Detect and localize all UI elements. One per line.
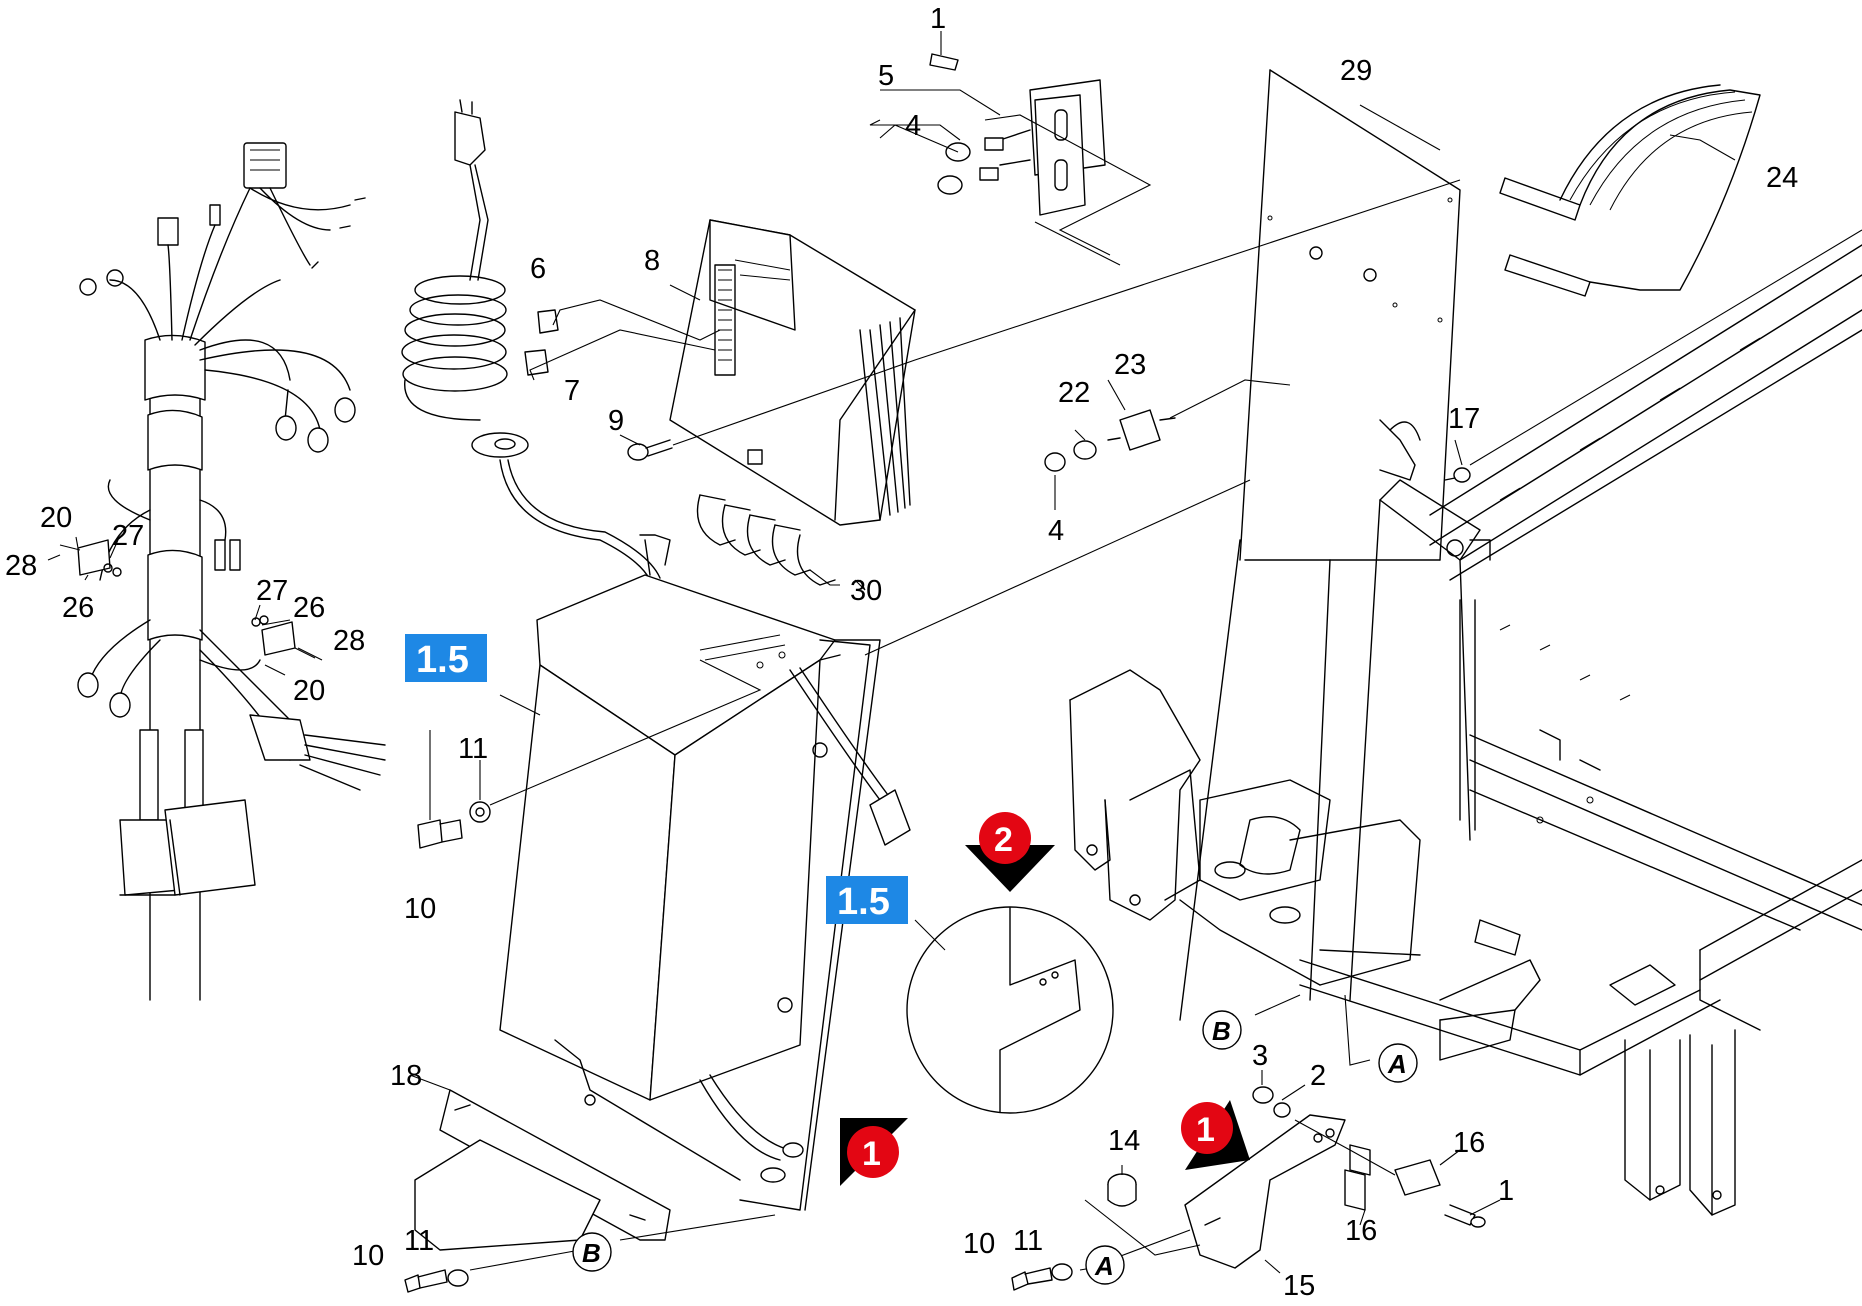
callout-11-upper: 11 — [458, 733, 488, 765]
callout-6: 6 — [530, 253, 546, 285]
letter-B-lower-label: B — [582, 1238, 601, 1268]
callout-10-lower-left: 10 — [352, 1240, 384, 1272]
bolt-parts-10-11-upper — [417, 801, 491, 849]
letter-A-lower-circle — [1085, 1245, 1125, 1285]
buffer-part-14 — [1107, 1173, 1137, 1207]
mount-parts-22-23 — [1044, 409, 1176, 472]
callout-16-right: 16 — [1453, 1127, 1485, 1159]
callout-5: 5 — [878, 60, 894, 92]
bracket-part-15 — [1184, 1086, 1486, 1269]
letter-A-lower-label: A — [1094, 1251, 1114, 1281]
callout-27-right: 27 — [256, 575, 288, 607]
callout-23: 23 — [1114, 349, 1146, 381]
clips-part-30 — [696, 494, 836, 586]
callout-1-top: 1 — [930, 3, 946, 35]
ref-tag-1: 1.5 — [405, 634, 487, 682]
callout-20-left: 20 — [40, 502, 72, 534]
letter-A-upper-label: A — [1387, 1049, 1407, 1079]
ref-tag-1-box — [405, 634, 487, 682]
callout-1-bottom: 1 — [1498, 1175, 1514, 1207]
callout-7: 7 — [564, 375, 580, 407]
callout-26-left: 26 — [62, 592, 94, 624]
callout-28-right: 28 — [333, 625, 365, 657]
callout-numbers: 1 5 4 29 24 6 8 7 9 22 23 17 4 30 20 27 … — [5, 3, 1798, 1302]
callout-11-lower-left: 11 — [404, 1225, 434, 1257]
callout-24: 24 — [1766, 162, 1798, 194]
marker-1-left-circle — [847, 1126, 899, 1178]
ref-tag-2-box — [826, 876, 908, 924]
callout-4-mid: 4 — [1048, 515, 1064, 547]
wire-harness — [59, 142, 386, 1001]
relay-part-5 — [929, 53, 1106, 216]
callout-30: 30 — [850, 575, 882, 607]
screw-part-17 — [1444, 467, 1471, 483]
bolt-part-9 — [627, 439, 673, 461]
letter-B-lower-circle — [572, 1232, 612, 1272]
bolt-parts-10-11-lower-left — [404, 1269, 469, 1293]
leader-lines — [47, 31, 1862, 1274]
marker-1-right: 1 — [1181, 1100, 1250, 1170]
callout-18: 18 — [390, 1060, 422, 1092]
letter-B-lower: B — [572, 1232, 612, 1272]
callout-9: 9 — [608, 405, 624, 437]
ref-tag-1-label: 1.5 — [416, 639, 469, 681]
callout-26-right: 26 — [293, 592, 325, 624]
letter-B-upper: B — [1202, 1010, 1242, 1050]
marker-1-left: 1 — [840, 1118, 908, 1186]
callout-10-upper: 10 — [404, 893, 436, 925]
letter-A-upper: A — [1378, 1043, 1418, 1083]
terminal-parts-6-7 — [524, 309, 559, 376]
marker-2-circle — [979, 812, 1031, 864]
detail-view-circle — [906, 906, 1114, 1114]
chassis-frame — [1069, 69, 1862, 1216]
letter-A-lower: A — [1085, 1245, 1125, 1285]
control-unit-8 — [669, 219, 916, 526]
callout-20-right: 20 — [293, 675, 325, 707]
callout-17: 17 — [1448, 403, 1480, 435]
marker-1-right-label: 1 — [1196, 1111, 1215, 1149]
main-enclosure — [499, 534, 911, 1211]
callout-8: 8 — [644, 245, 660, 277]
callout-28-left: 28 — [5, 550, 37, 582]
marker-2: 2 — [965, 812, 1055, 892]
ref-tag-2: 1.5 — [826, 876, 908, 924]
power-cord — [401, 99, 661, 581]
callout-16-lower: 16 — [1345, 1215, 1377, 1247]
letter-B-upper-label: B — [1212, 1016, 1231, 1046]
letter-B-upper-circle — [1202, 1010, 1242, 1050]
callout-15: 15 — [1283, 1270, 1315, 1302]
flat-cable-24 — [1499, 84, 1761, 297]
bolt-parts-10-11-lower-right — [1011, 1263, 1073, 1291]
callout-3: 3 — [1252, 1040, 1268, 1072]
marker-1-right-circle — [1181, 1102, 1233, 1154]
callout-27-left: 27 — [112, 520, 144, 552]
callout-2: 2 — [1310, 1060, 1326, 1092]
letter-A-upper-circle — [1378, 1043, 1418, 1083]
marker-2-label: 2 — [994, 821, 1013, 859]
callout-29: 29 — [1340, 55, 1372, 87]
bracket-part-18 — [414, 1089, 671, 1251]
callout-4-top: 4 — [905, 110, 921, 142]
ref-tag-2-label: 1.5 — [837, 881, 890, 923]
marker-1-left-label: 1 — [862, 1135, 881, 1173]
callout-22: 22 — [1058, 377, 1090, 409]
callout-11-lower-right: 11 — [1013, 1225, 1043, 1257]
callout-14: 14 — [1108, 1125, 1140, 1157]
callout-10-lower-right: 10 — [963, 1228, 995, 1260]
